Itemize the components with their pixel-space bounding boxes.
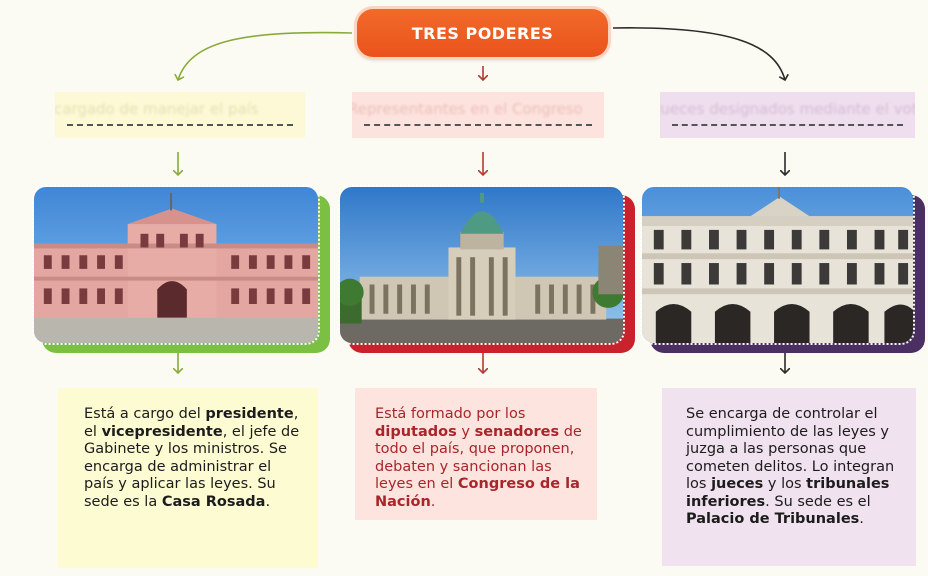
casa-rosada-image xyxy=(32,185,320,345)
ghost-text: Representantes en el Congreso xyxy=(352,100,583,118)
title-text: TRES PODERES xyxy=(411,23,554,43)
desc-text: Está formado por los xyxy=(375,406,526,422)
fill-box-legislativo: Representantes en el Congreso xyxy=(352,92,604,138)
desc-text: Se encarga de controlar el cumplimiento … xyxy=(686,406,895,492)
arrow-title-to-ejecutivo xyxy=(178,31,353,80)
keyword-presidente: presidente xyxy=(205,406,294,422)
desc-text: Está a cargo del xyxy=(84,406,206,422)
desc-text: . xyxy=(430,493,436,510)
fill-box-judicial: Jueces designados mediante el voto, elig… xyxy=(660,92,915,138)
desc-text: , el xyxy=(84,406,299,440)
arrow-title-to-judicial xyxy=(612,27,785,80)
keyword-diputados: diputados xyxy=(375,423,457,440)
answer-line[interactable] xyxy=(672,124,903,126)
desc-text: de todo el país, que proponen, debaten y… xyxy=(375,423,582,493)
keyword-congreso: Congreso de la Nación xyxy=(375,476,580,510)
keyword-casa-rosada: Casa Rosada xyxy=(161,493,266,510)
desc-text: . xyxy=(265,493,271,510)
desc-judicial: Se encarga de controlar el cumplimiento … xyxy=(662,388,916,566)
keyword-senadores: senadores xyxy=(474,423,560,440)
fill-box-ejecutivo: Encargado de manejar el país xyxy=(55,92,305,138)
photo-casa-rosada xyxy=(32,185,330,353)
keyword-tribunales-inferiores: tribunales inferiores xyxy=(686,476,890,510)
desc-legislativo: Está formado por los diputados y senador… xyxy=(355,388,597,520)
answer-line[interactable] xyxy=(364,124,592,126)
title-badge: TRES PODERES xyxy=(357,9,608,57)
desc-ejecutivo: Está a cargo del presidente, el vicepres… xyxy=(58,388,318,568)
desc-text: . xyxy=(859,511,864,527)
ghost-text: Encargado de manejar el país xyxy=(55,100,259,118)
photo-congreso xyxy=(338,185,635,353)
congreso-image xyxy=(338,185,625,345)
tribunales-image xyxy=(640,185,915,345)
photo-tribunales xyxy=(640,185,925,353)
desc-text: , el jefe de Gabinete y los ministros. S… xyxy=(84,423,300,510)
desc-text: y los xyxy=(763,476,807,492)
ghost-text: Jueces designados mediante el voto, elig… xyxy=(660,100,915,118)
answer-line[interactable] xyxy=(67,124,293,126)
keyword-vicepresidente: vicepresidente xyxy=(101,423,223,440)
desc-text: y xyxy=(456,423,475,440)
desc-text: . Su sede es el xyxy=(765,493,871,510)
keyword-jueces: jueces xyxy=(711,476,764,492)
keyword-palacio-tribunales: Palacio de Tribunales xyxy=(686,511,860,527)
